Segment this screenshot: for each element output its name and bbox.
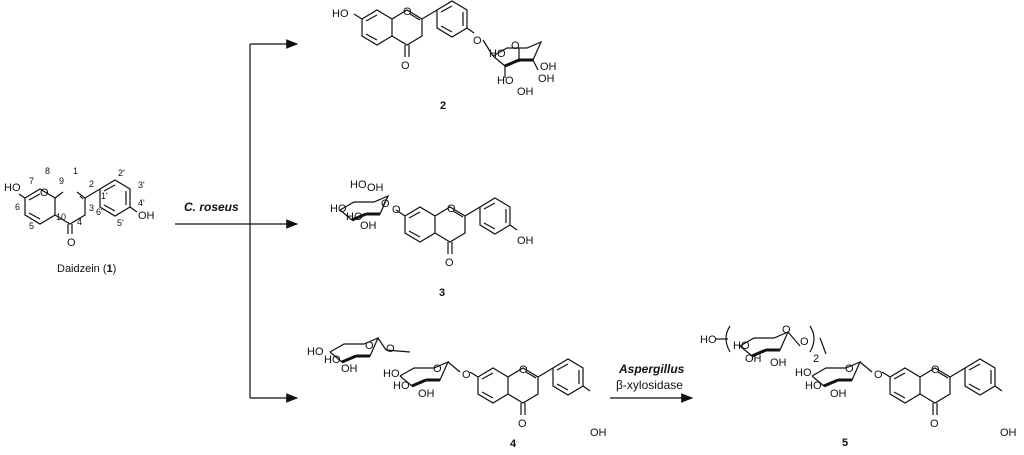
c5-oh-2: OH [770, 357, 787, 369]
c2-oh-5: OH [517, 86, 534, 98]
c4-ring-o: O [519, 364, 528, 376]
num-6p: 6' [96, 207, 103, 217]
c5-ho-paren: HO [700, 334, 717, 346]
c2-ether-o: O [473, 35, 482, 47]
daidzein-label: Daidzein (1) [57, 263, 116, 275]
c3-oh-mid: OH [360, 220, 377, 232]
c4-ho-2: HO [324, 354, 341, 366]
compound-4-label: 4 [510, 438, 517, 450]
c4-o-3: O [433, 363, 442, 375]
c5-o-2: O [800, 336, 809, 348]
c2-oh-3: OH [538, 73, 555, 85]
c5-o-3: O [845, 363, 854, 375]
c4-o-1: O [365, 340, 374, 352]
compound-5-label: 5 [842, 437, 848, 449]
compound-3-label: 3 [439, 287, 445, 299]
c2-oh-2: OH [540, 61, 557, 73]
c5-ho-1: HO [733, 340, 750, 352]
reagent-aspergillus: Aspergillus [618, 362, 685, 376]
num-5: 5 [29, 221, 34, 231]
c5-ho-3: HO [805, 380, 822, 392]
compound-4-structure [328, 336, 591, 416]
c5-oh-1: OH [745, 353, 762, 365]
num-4: 4 [77, 217, 82, 227]
c5-ho-2: HO [795, 367, 812, 379]
daidzein-ring-o: O [40, 187, 49, 199]
c2-oh-1: HO [489, 48, 506, 60]
compound-5-structure [716, 325, 1003, 416]
c4-ether-o: O [462, 369, 471, 381]
num-8: 8 [45, 166, 50, 176]
c2-ho: HO [332, 8, 349, 20]
num-5p: 5' [117, 218, 124, 228]
c5-keto-o: O [930, 418, 939, 430]
reagent-xylosidase: β-xylosidase [616, 378, 683, 392]
daidzein-structure: HO O O OH 7 8 9 1 2 3 1' 2' 3' 4' 5' 6' … [4, 166, 155, 275]
c4-oh-b: OH [590, 427, 607, 439]
c2-oh-4: HO [497, 75, 514, 87]
c4-oh-2: OH [418, 388, 435, 400]
c3-ring-o: O [381, 198, 390, 210]
c2-keto-o: O [401, 60, 410, 72]
c5-repeat: 2 [813, 353, 819, 365]
c3-ho-top: HO [350, 179, 367, 191]
c5-oh-3: OH [830, 388, 847, 400]
daidzein-oh: OH [138, 210, 155, 222]
compound-2-structure [353, 0, 543, 78]
num-3p: 3' [138, 180, 145, 190]
reagent-c-roseus: C. roseus [184, 200, 239, 214]
c3-ether-o: O [392, 204, 401, 216]
c5-ring-o: O [931, 364, 940, 376]
num-7: 7 [29, 176, 34, 186]
num-4p: 4' [138, 198, 145, 208]
num-1: 1 [73, 166, 78, 176]
c5-oh-b: OH [1000, 427, 1017, 439]
c3-oh-b: OH [517, 235, 534, 247]
c3-ring-o2: O [447, 203, 456, 215]
c3-ho-left: HO [330, 203, 347, 215]
branching-arrows [175, 39, 694, 403]
c3-oh-top: OH [367, 182, 384, 194]
c4-ho-1: HO [307, 346, 324, 358]
num-1p: 1' [101, 191, 108, 201]
daidzein-ho: HO [4, 182, 21, 194]
c2-ring-o2: O [511, 40, 520, 52]
c2-ring-o: O [403, 6, 412, 18]
num-6: 6 [15, 202, 20, 212]
num-3: 3 [89, 203, 94, 213]
num-9: 9 [59, 176, 64, 186]
compound-3-structure [338, 194, 518, 255]
c5-o-1: O [782, 324, 791, 336]
compound-2-label: 2 [440, 100, 446, 112]
c5-ether-o: O [874, 369, 883, 381]
c4-ho-4: HO [393, 380, 410, 392]
daidzein-keto-o: O [67, 237, 76, 249]
num-2p: 2' [118, 168, 125, 178]
num-10: 10 [56, 212, 66, 222]
c4-o-2: O [386, 343, 395, 355]
c4-keto-o: O [518, 418, 527, 430]
c3-ho-mid: HO [346, 211, 363, 223]
c3-keto-o: O [445, 257, 454, 269]
c4-oh-1: OH [341, 363, 358, 375]
c4-ho-3: HO [383, 368, 400, 380]
num-2: 2 [89, 179, 94, 189]
